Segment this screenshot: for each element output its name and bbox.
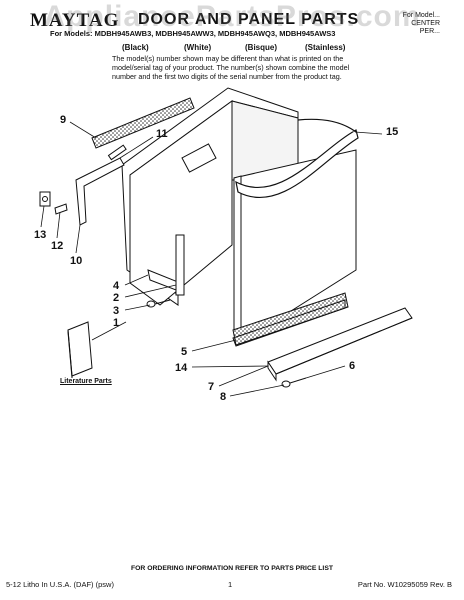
color-black: (Black)	[122, 43, 149, 52]
color-white: (White)	[184, 43, 212, 52]
callout-6: 6	[349, 360, 356, 372]
insulation-strip	[91, 97, 195, 149]
callout-14: 14	[175, 362, 188, 374]
callout-11: 11	[156, 128, 168, 140]
toe-panel	[267, 307, 413, 382]
callout-8: 8	[220, 391, 227, 403]
inner-door-panel	[121, 87, 299, 306]
part-number: Part No. W10295059 Rev. B	[357, 580, 452, 589]
model-note: The model(s) number shown may be differe…	[112, 54, 350, 82]
callout-9: 9	[60, 114, 67, 126]
models-line: For Models: MDBH945AWB3, MDBH945AWW3, MD…	[50, 29, 336, 38]
lower-bracket	[147, 234, 185, 296]
callout-13: 13	[34, 229, 47, 241]
callout-5: 5	[181, 346, 188, 358]
corner-text-line1: CENTER	[411, 20, 440, 27]
literature-booklet	[67, 321, 93, 379]
footer-litho: 5-12 Litho In U.S.A. (DAF) (psw)	[6, 580, 114, 589]
screw	[146, 299, 171, 308]
callout-2: 2	[113, 292, 120, 304]
page-number: 1	[228, 580, 233, 589]
callout-10: 10	[70, 255, 83, 267]
ordering-info: FOR ORDERING INFORMATION REFER TO PARTS …	[130, 565, 334, 572]
corner-text-line2: PER...	[419, 28, 440, 35]
callout-3: 3	[113, 305, 120, 317]
page-title: DOOR AND PANEL PARTS	[138, 11, 360, 28]
literature-parts-label: Literature Parts	[60, 378, 112, 385]
hinge-parts	[39, 191, 68, 215]
toe-strip-insulation	[232, 299, 346, 347]
callout-15: 15	[386, 126, 399, 138]
brand-logo: MAYTAG	[30, 10, 120, 31]
leader-lines	[40, 121, 383, 397]
callout-12: 12	[51, 240, 64, 252]
corner-text-top: For Model...	[402, 12, 440, 19]
callout-1: 1	[113, 317, 120, 329]
toe-panel-screw	[281, 377, 307, 388]
color-stainless: (Stainless)	[305, 43, 346, 52]
door-handle	[235, 118, 359, 199]
color-bisque: (Bisque)	[245, 43, 277, 52]
side-bracket	[75, 144, 127, 226]
callout-7: 7	[208, 381, 215, 393]
callout-4: 4	[113, 280, 120, 292]
watermark: AppliancePartsPros.com	[43, 0, 421, 33]
